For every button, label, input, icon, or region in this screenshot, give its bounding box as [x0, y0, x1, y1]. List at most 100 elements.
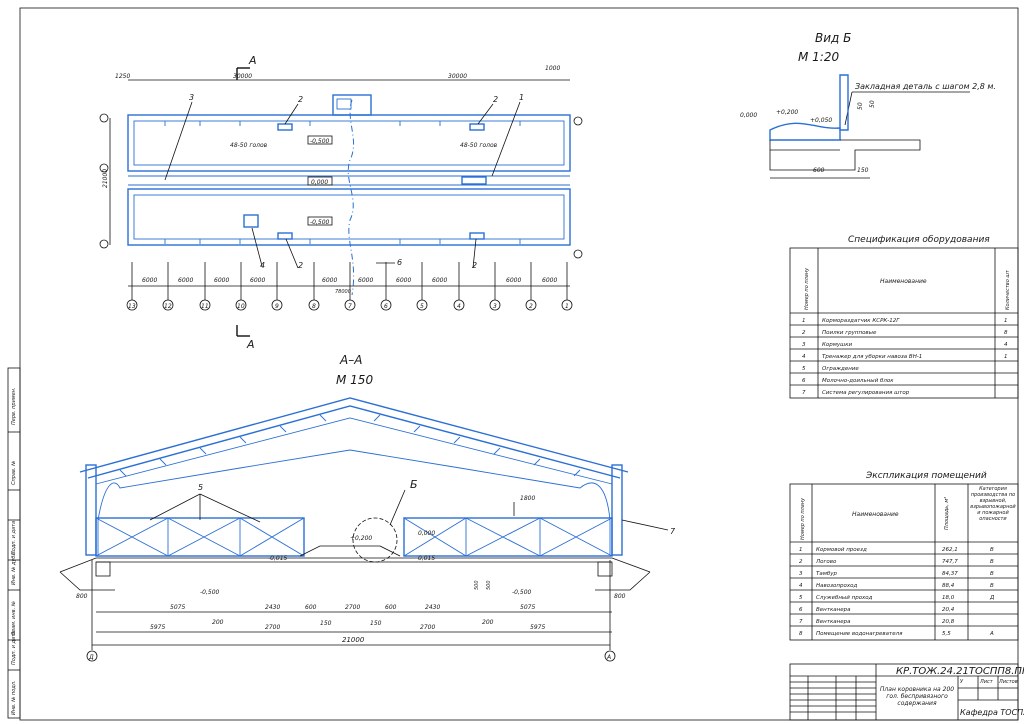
spec-row-name: Поилки групповые: [822, 330, 877, 336]
side-label: Подп. и дата: [11, 631, 17, 665]
callout: 3: [189, 93, 194, 102]
room-row-name: Помещение водонагревателя: [816, 631, 903, 637]
dim-text: 5075: [170, 604, 185, 611]
dim-text: 1800: [520, 495, 535, 502]
svg-text:5: 5: [420, 303, 424, 310]
spec-row-number: 5: [802, 366, 806, 372]
view-title: Вид Б: [815, 31, 851, 45]
room-row-number: 6: [799, 607, 803, 613]
level-mark: -0,015: [268, 555, 288, 562]
dim-text: 500: [486, 580, 492, 590]
drawing-code: КР.ТОЖ.24.21ТОСПП8.ПП: [896, 666, 1024, 677]
dim-text: 78000: [335, 289, 351, 295]
dim-text: 30000: [233, 73, 252, 80]
dim-text: 21000: [342, 636, 365, 644]
room-row-category: В: [990, 571, 994, 577]
table-title: Спецификация оборудования: [848, 235, 990, 245]
room-row-number: 1: [799, 547, 803, 553]
drinker: [469, 232, 485, 240]
dim-text: 21000: [102, 169, 109, 188]
room-row-number: 4: [799, 583, 803, 589]
axis-bubble: [86, 650, 98, 662]
axis-bubble: [573, 249, 583, 259]
dim-text: 600: [305, 604, 317, 611]
room-row-category: В: [990, 559, 994, 565]
side-label: Подп. и дата: [11, 521, 17, 555]
section-mark-b: Б: [410, 478, 418, 491]
dim-text: 600: [813, 167, 825, 174]
room-row-category: В: [990, 583, 994, 589]
dim-text: 5975: [530, 624, 545, 631]
room-row-area: 5,5: [942, 631, 951, 637]
dim-text: 2430: [425, 604, 440, 611]
svg-text:6: 6: [384, 303, 388, 310]
table-title: Экспликация помещений: [865, 471, 987, 481]
dim-text: 2700: [420, 624, 435, 631]
equipment-spec-table: Спецификация оборудования Номер по плану…: [789, 235, 1019, 399]
svg-text:1: 1: [565, 303, 569, 310]
view-b-detail: Вид Б М 1:20 Закладная деталь с шагом 2,…: [740, 31, 996, 179]
section-mark-top: А: [248, 54, 257, 67]
manure-unit: [243, 214, 259, 228]
side-label: Перв. примен.: [11, 387, 17, 425]
dim-text: 50: [857, 102, 864, 110]
room-row-category: В: [990, 547, 994, 553]
svg-text:3: 3: [493, 303, 497, 310]
svg-text:Количество шт: Количество шт: [1005, 269, 1011, 310]
room-row-area: 84,37: [942, 571, 958, 577]
side-label: Взам. инв. №: [11, 601, 17, 635]
room-row-area: 88,4: [942, 583, 955, 589]
room-row-number: 7: [799, 619, 803, 625]
room-row-name: Служебный проход: [816, 595, 873, 601]
svg-text:6000: 6000: [432, 277, 447, 284]
level-mark: 0,000: [740, 112, 757, 119]
drinker: [277, 123, 293, 131]
organization: Кафедра ТОСПЖ: [960, 708, 1024, 717]
drinker: [277, 232, 293, 240]
axis-bubble: [99, 113, 109, 123]
title-block: КР.ТОЖ.24.21ТОСПП8.ПП План коровника на …: [789, 663, 1024, 721]
svg-text:6000: 6000: [542, 277, 557, 284]
spec-row-number: 2: [802, 330, 806, 336]
side-label: Инв. № дубл.: [11, 551, 17, 585]
callout: 2: [298, 261, 303, 270]
svg-text:11: 11: [201, 303, 209, 310]
axis-bubble: [99, 239, 109, 249]
room-row-area: 18,0: [942, 595, 955, 601]
callout: 7: [670, 527, 676, 536]
spec-row-number: 3: [802, 342, 806, 348]
spec-row-name: Система регулирования штор: [822, 390, 910, 396]
dim-text: 2700: [265, 624, 280, 631]
dim-text: 600: [385, 604, 397, 611]
dim-text: 500: [474, 580, 480, 590]
room-row-name: Тамбур: [816, 571, 838, 577]
svg-text:6000: 6000: [322, 277, 337, 284]
room-row-area: 20,8: [942, 619, 955, 625]
svg-text:8: 8: [312, 303, 316, 310]
svg-text:10: 10: [237, 303, 245, 310]
dim-text: 1250: [115, 73, 130, 80]
dim-text: 30000: [448, 73, 467, 80]
section-title: А–А: [339, 353, 362, 367]
svg-text:6000: 6000: [178, 277, 193, 284]
svg-text:Номер по плану: Номер по плану: [800, 497, 806, 540]
level-mark: -0,500: [310, 219, 330, 226]
spec-row-number: 7: [802, 390, 806, 396]
svg-text:6000: 6000: [358, 277, 373, 284]
dim-text: 2430: [265, 604, 280, 611]
spec-row-name: Ограждение: [822, 366, 859, 372]
level-mark: +0,050: [810, 117, 832, 124]
room-explication-table: Экспликация помещений Номер по плану Наи…: [789, 471, 1019, 641]
dim-text: 2700: [345, 604, 360, 611]
svg-text:А: А: [606, 654, 611, 661]
callout: 5: [198, 483, 203, 492]
svg-text:6000: 6000: [506, 277, 521, 284]
room-row-category: Д: [989, 595, 995, 601]
side-label: Инв. № подл.: [11, 681, 17, 716]
feed-dispenser: [461, 176, 487, 185]
svg-text:Площадь, м²: Площадь, м²: [944, 497, 950, 530]
fence-right: [403, 517, 613, 557]
sheets-label: Листов: [998, 679, 1018, 685]
dim-text: 1000: [545, 65, 560, 72]
